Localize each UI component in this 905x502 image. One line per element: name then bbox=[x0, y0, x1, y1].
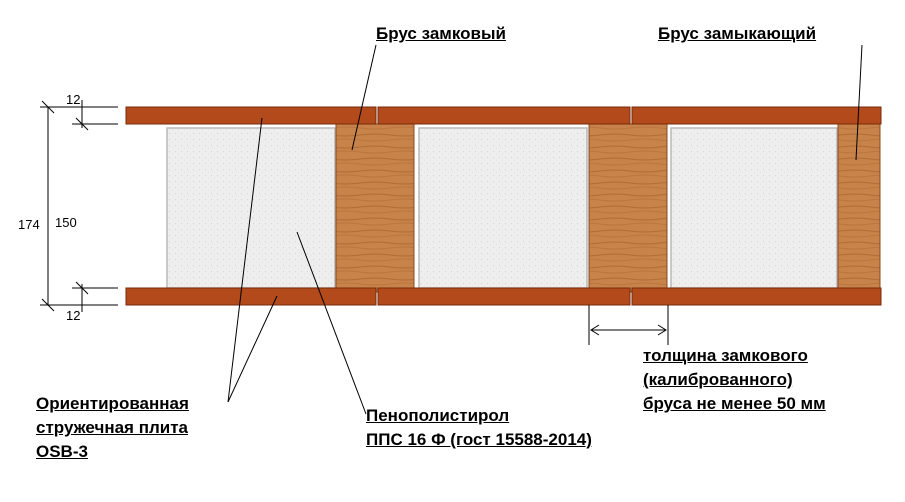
osb-top-3 bbox=[631, 106, 882, 125]
osb-bottom-1 bbox=[125, 287, 377, 306]
lock-beam-2 bbox=[588, 123, 668, 293]
osb-label-line1: Ориентированная bbox=[36, 394, 189, 413]
dim-total: 174 bbox=[18, 217, 40, 232]
beam-closing-label: Брус замыкающий bbox=[658, 24, 817, 43]
beam-thickness-dimension bbox=[588, 305, 669, 345]
dimension-lines bbox=[40, 100, 118, 312]
osb-bottom-2 bbox=[377, 287, 631, 306]
osb-label: Ориентированная стружечная плита OSB-3 bbox=[36, 394, 189, 461]
osb-label-line2: стружечная плита bbox=[36, 418, 188, 437]
osb-bottom-3 bbox=[631, 287, 882, 306]
thickness-label-line3: бруса не менее 50 мм bbox=[643, 394, 826, 413]
thickness-label-line1: толщина замкового bbox=[643, 346, 808, 365]
eps-label: Пенополистирол ППС 16 Ф (гост 15588-2014… bbox=[366, 406, 592, 449]
lock-beam-1 bbox=[335, 123, 415, 293]
foam-core-2 bbox=[418, 127, 588, 289]
foam-core-3 bbox=[670, 127, 838, 289]
eps-label-line2: ППС 16 Ф (гост 15588-2014) bbox=[366, 430, 592, 449]
thickness-label-line2: (калиброванного) bbox=[643, 370, 793, 389]
thickness-label: толщина замкового (калиброванного) бруса… bbox=[643, 346, 826, 413]
closing-beam bbox=[837, 123, 881, 293]
osb-label-line3: OSB-3 bbox=[36, 442, 88, 461]
dim-core: 150 bbox=[55, 215, 77, 230]
leader-lines bbox=[227, 44, 863, 415]
osb-top-1 bbox=[125, 106, 377, 125]
osb-top-2 bbox=[377, 106, 631, 125]
dim-bottom-osb: 12 bbox=[66, 308, 81, 323]
dim-top-osb: 12 bbox=[66, 92, 81, 107]
beam-lock-label: Брус замковый bbox=[376, 24, 506, 43]
eps-label-line1: Пенополистирол bbox=[366, 406, 510, 425]
